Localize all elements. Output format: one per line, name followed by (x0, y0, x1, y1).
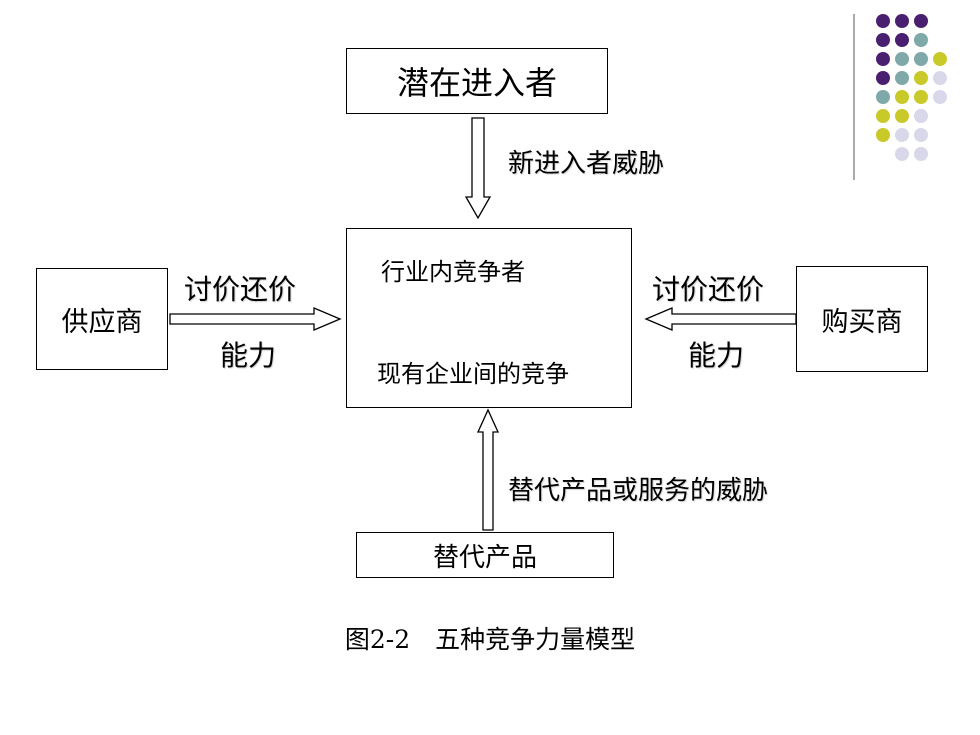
arrow-buyer-power (644, 307, 797, 331)
decorative-dot (876, 128, 890, 142)
figure-caption: 图2-2 五种竞争力量模型 (344, 625, 636, 654)
decorative-dot (895, 128, 909, 142)
industry-competitors-label: 行业内竞争者 (381, 258, 525, 286)
decorative-dot (895, 52, 909, 66)
buyers-label: 购买商 (821, 306, 903, 338)
decorative-dot (914, 33, 928, 47)
decorative-dot (876, 14, 890, 28)
decorative-dot (914, 52, 928, 66)
decorative-dot (933, 90, 947, 104)
decorative-dot (895, 71, 909, 85)
buyer-bargaining-line1: 讨价还价 (652, 273, 765, 306)
potential-entrants-box: 潜在进入者 (346, 48, 608, 114)
decorative-dot (914, 90, 928, 104)
decorative-dot (914, 128, 928, 142)
potential-entrants-label: 潜在进入者 (396, 64, 557, 102)
arrow-supplier-power (169, 307, 342, 331)
decorative-dot (914, 71, 928, 85)
arrow-substitutes (476, 408, 500, 531)
threat-new-entrants-label: 新进入者威胁 (508, 149, 665, 179)
decorative-dot (876, 109, 890, 123)
decorative-dot (895, 147, 909, 161)
substitutes-label: 替代产品 (432, 542, 537, 573)
decorative-dot (895, 14, 909, 28)
decorative-dot (914, 109, 928, 123)
suppliers-box: 供应商 (36, 268, 168, 370)
decorative-dot (876, 71, 890, 85)
buyer-bargaining-line2: 能力 (688, 339, 745, 372)
supplier-bargaining-line2: 能力 (220, 339, 277, 372)
decorative-dot (876, 33, 890, 47)
decorative-dot-grid (853, 14, 947, 180)
arrow-new-entrants (464, 117, 492, 220)
decorative-dot (895, 109, 909, 123)
industry-competitors-box (346, 228, 632, 408)
decorative-dot (914, 14, 928, 28)
decorative-dot (876, 52, 890, 66)
threat-substitutes-label: 替代产品或服务的威胁 (508, 476, 769, 506)
rivalry-label: 现有企业间的竞争 (377, 360, 569, 388)
decorative-dot (895, 33, 909, 47)
decorative-dot (933, 52, 947, 66)
substitutes-box: 替代产品 (356, 532, 614, 578)
supplier-bargaining-line1: 讨价还价 (184, 273, 297, 306)
decorative-dot (895, 90, 909, 104)
suppliers-label: 供应商 (61, 306, 143, 338)
decorative-dot (876, 90, 890, 104)
decorative-dot (933, 71, 947, 85)
buyers-box: 购买商 (796, 266, 928, 372)
decorative-dot (914, 147, 928, 161)
